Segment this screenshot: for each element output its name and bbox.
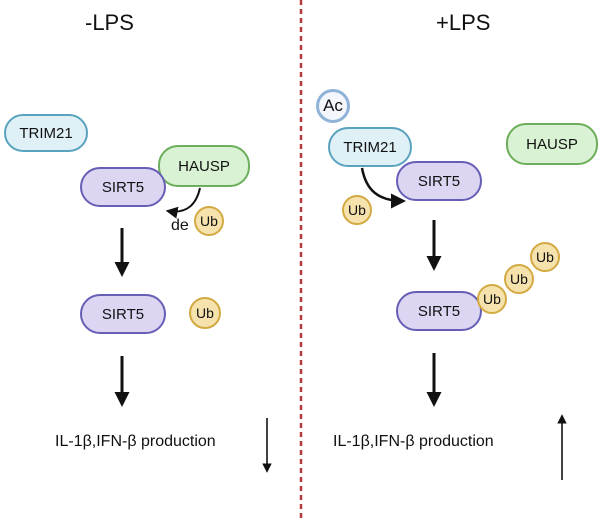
left-deubiquitination-arrow [165,187,201,219]
right-sirt5-protein-top: SIRT5 [396,161,482,201]
right-ubiquitin-chain-1: Ub [477,284,507,314]
right-sirt5-protein-bottom: SIRT5 [396,291,482,331]
right-acetyl-group: Ac [316,89,350,123]
left-ubiquitin-attached: Ub [194,206,224,236]
right-ubiquitin-substrate: Ub [342,195,372,225]
left-hausp-protein: HAUSP [158,145,250,187]
right-hausp-protein: HAUSP [506,123,598,165]
right-ubiquitin-chain-2: Ub [504,264,534,294]
left-panel-title: -LPS [85,10,134,35]
left-de-label: de [171,217,189,234]
right-ubiquitination-arrow [360,167,406,209]
left-sirt5-protein-top: SIRT5 [80,167,166,207]
right-trim21-protein: TRIM21 [328,127,412,167]
right-panel-title: +LPS [436,10,491,35]
right-ubiquitin-chain-3: Ub [530,242,560,272]
right-production-label: IL-1β,IFN-β production [333,433,494,450]
left-trim21-protein: TRIM21 [4,114,88,152]
left-production-label: IL-1β,IFN-β production [55,433,216,450]
left-sirt5-protein-bottom: SIRT5 [80,294,166,334]
left-ubiquitin-free: Ub [189,297,221,329]
